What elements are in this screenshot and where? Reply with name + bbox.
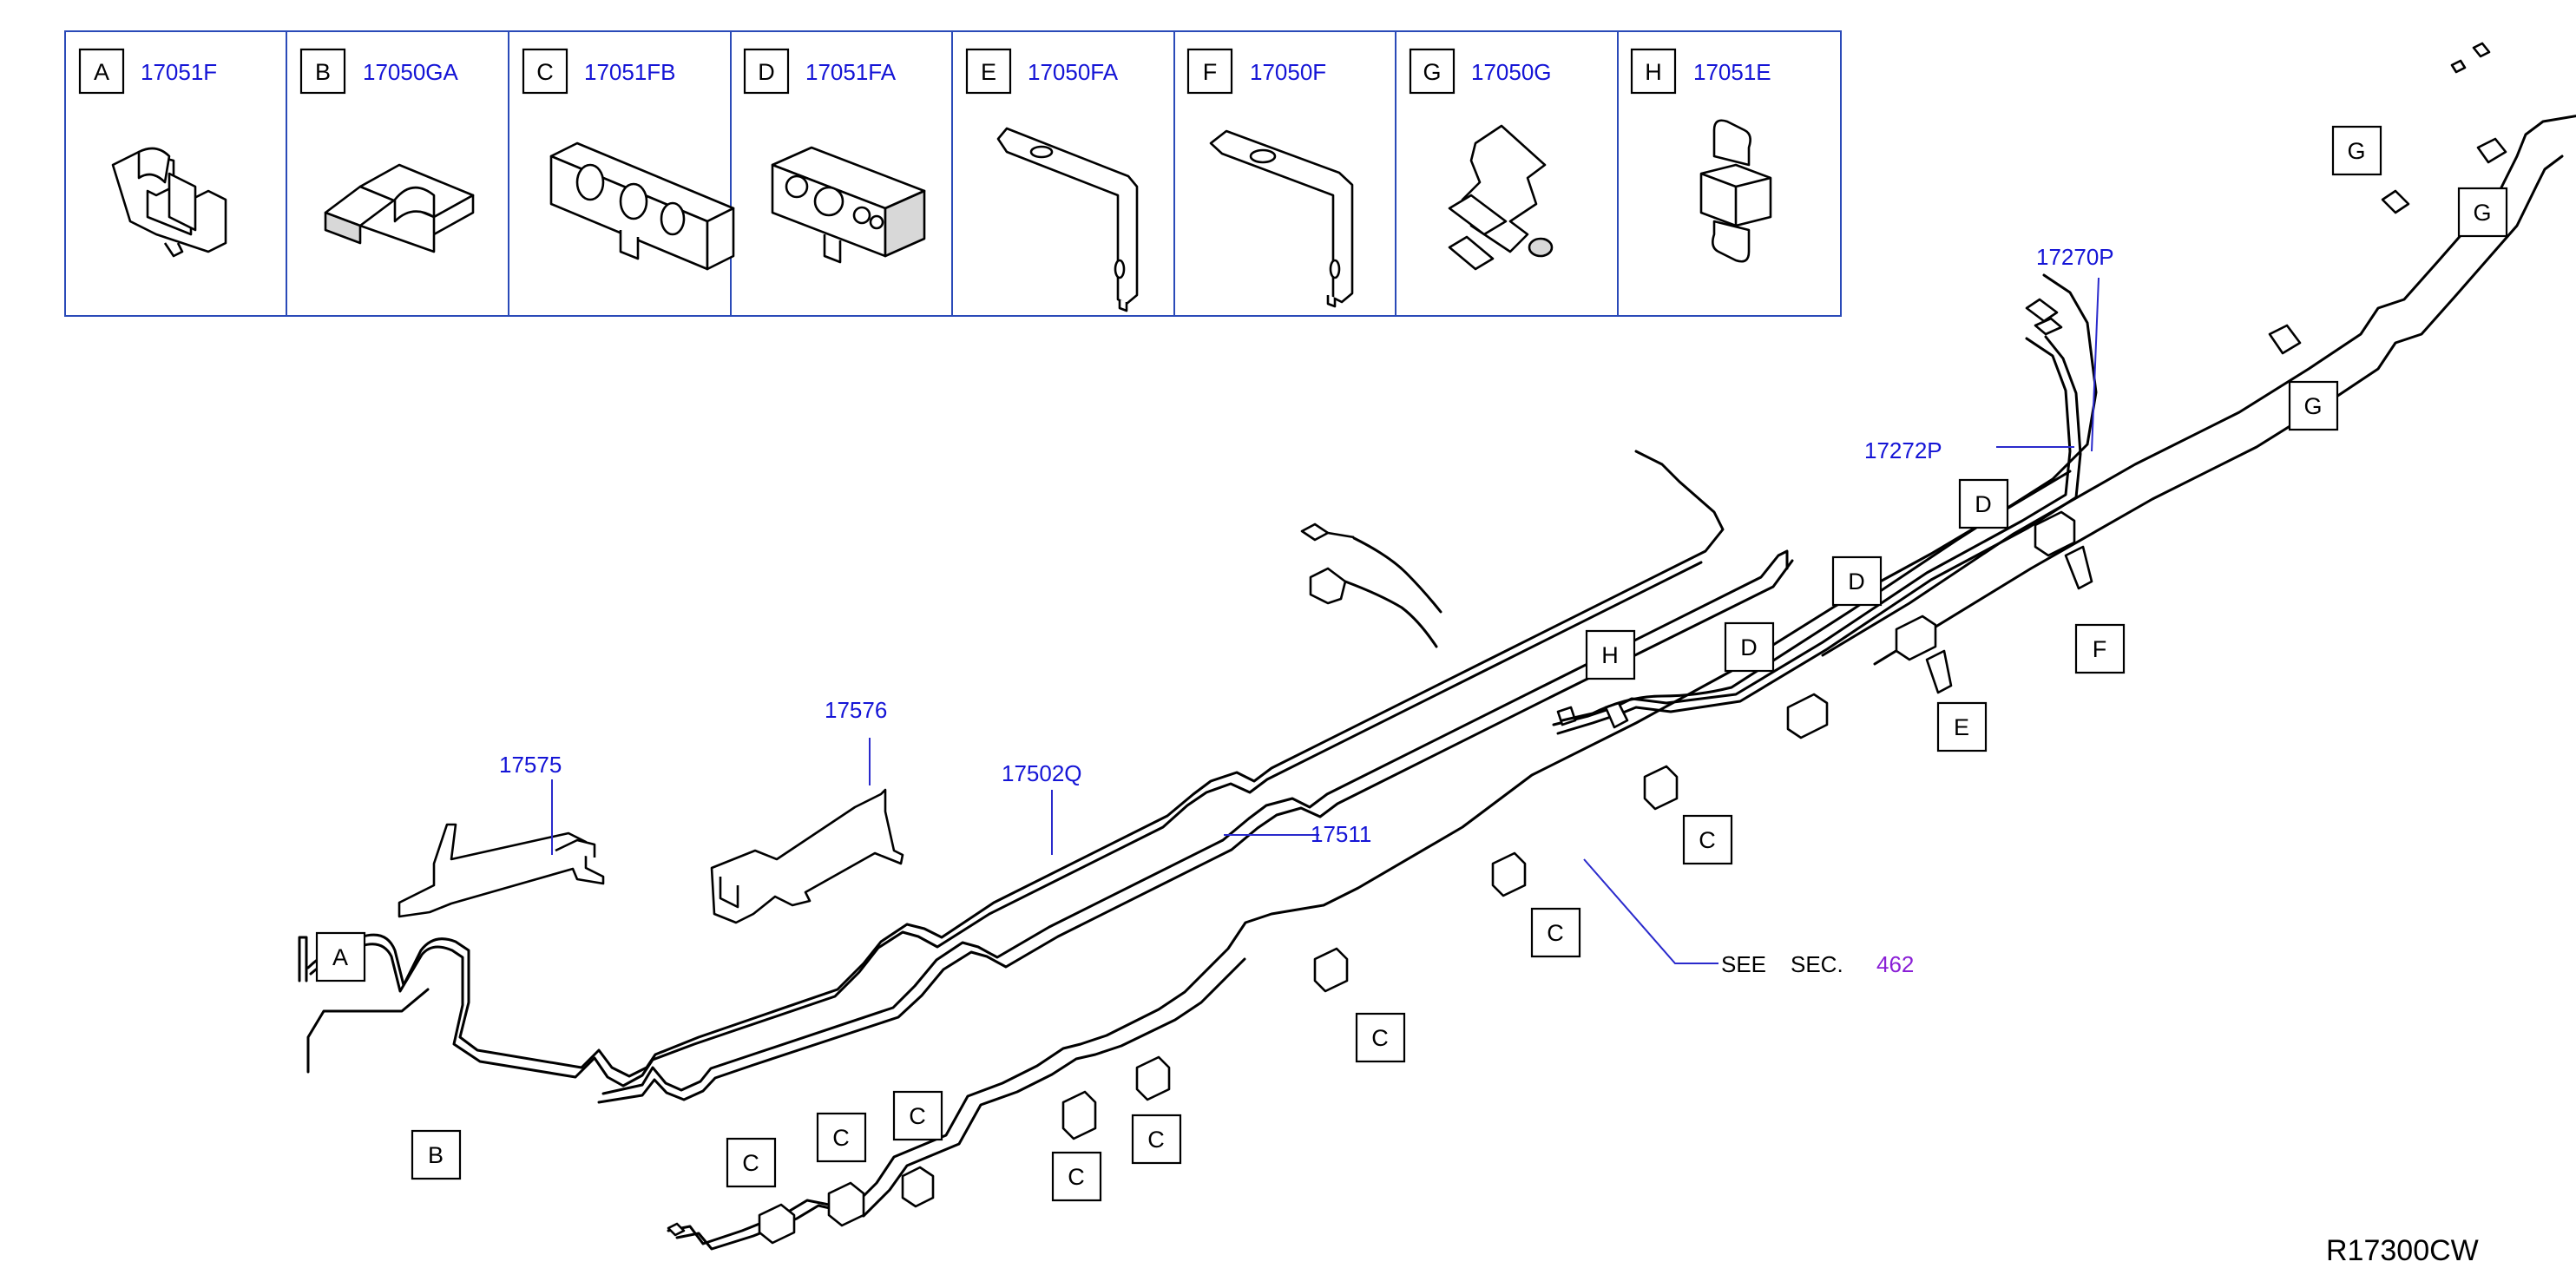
svg-text:E: E (1954, 714, 1969, 740)
callout-g[interactable]: G (2331, 125, 2382, 176)
sec-label: SEC. (1791, 951, 1843, 977)
svg-text:C: C (1068, 1164, 1085, 1190)
clip-a-illustration (111, 147, 227, 258)
legend-cell-h[interactable]: H 17051E (1630, 48, 1772, 263)
legend-letter: C (536, 59, 554, 85)
legend-cell-g[interactable]: G 17050G (1409, 48, 1554, 271)
svg-text:G: G (2303, 393, 2322, 419)
callout-c[interactable]: C (1682, 814, 1733, 865)
svg-text:B: B (428, 1142, 444, 1168)
callout-c[interactable]: C (1051, 1151, 1102, 1202)
callout-g[interactable]: G (2457, 187, 2508, 238)
part-number-17270p[interactable]: 17270P (2036, 244, 2114, 270)
callout-c[interactable]: C (816, 1112, 867, 1163)
svg-text:F: F (2093, 636, 2107, 662)
svg-text:G: G (2347, 138, 2365, 164)
legend-part-number[interactable]: 17050G (1471, 59, 1552, 85)
clip-h-illustration (1699, 119, 1772, 263)
legend-cell-e[interactable]: E 17050FA (965, 48, 1139, 312)
legend-part-number[interactable]: 17050F (1250, 59, 1326, 85)
svg-text:H: H (1601, 642, 1619, 668)
fuel-line-17270p[interactable] (1552, 298, 2082, 735)
part-number-17502q[interactable]: 17502Q (1002, 760, 1082, 786)
legend-part-number[interactable]: 17051FA (805, 59, 897, 85)
clip-legend-table: A 17051F B 17050GA (64, 30, 1842, 317)
legend-cell-d[interactable]: D 17051FA (743, 48, 926, 264)
part-number-17272p[interactable]: 17272P (1864, 437, 1942, 463)
callout-d[interactable]: D (1958, 478, 2009, 529)
callout-boxes: A B C C C C C C C C D D D E F G G G H (315, 125, 2508, 1202)
legend-part-number[interactable]: 17051F (141, 59, 217, 85)
section-number-link[interactable]: 462 (1876, 951, 1914, 977)
bracket-17575[interactable] (398, 823, 605, 918)
legend-cell-a[interactable]: A 17051F (78, 48, 227, 258)
bracket-17576[interactable] (710, 788, 904, 924)
callout-c[interactable]: C (1355, 1012, 1406, 1063)
legend-letter: B (315, 59, 331, 85)
part-number-17511[interactable]: 17511 (1311, 821, 1371, 847)
svg-text:G: G (2473, 200, 2491, 226)
callout-d[interactable]: D (1831, 555, 1883, 607)
clip-c-illustration (549, 141, 735, 271)
svg-text:C: C (1547, 920, 1564, 946)
part-number-17575[interactable]: 17575 (499, 752, 562, 778)
diagram-code: R17300CW (2326, 1234, 2479, 1267)
svg-text:D: D (1740, 634, 1758, 660)
callout-c[interactable]: C (892, 1090, 943, 1141)
callout-b[interactable]: B (411, 1129, 462, 1180)
see-label: SEE (1721, 951, 1766, 977)
svg-text:C: C (742, 1150, 759, 1176)
legend-part-number[interactable]: 17051FB (584, 59, 676, 85)
svg-text:D: D (1975, 491, 1992, 517)
legend-cell-c[interactable]: C 17051FB (522, 48, 735, 271)
callout-c[interactable]: C (726, 1137, 777, 1188)
svg-text:C: C (1147, 1127, 1165, 1153)
callout-h[interactable]: H (1585, 629, 1636, 680)
callout-f[interactable]: F (2074, 623, 2126, 674)
svg-text:C: C (1371, 1025, 1389, 1051)
svg-text:C: C (909, 1103, 926, 1129)
legend-letter: D (758, 59, 775, 85)
callout-c[interactable]: C (1530, 907, 1581, 958)
callout-g[interactable]: G (2288, 380, 2339, 431)
legend-part-number[interactable]: 17051E (1693, 59, 1771, 85)
clip-g-illustration (1448, 124, 1554, 271)
svg-text:C: C (1699, 827, 1716, 853)
clip-d-illustration (771, 146, 926, 264)
legend-letter: E (981, 59, 996, 85)
callout-a[interactable]: A (315, 931, 366, 982)
fuel-line-17272p[interactable] (1561, 0, 2576, 739)
legend-cell-b[interactable]: B 17050GA (299, 48, 475, 253)
legend-letter: F (1203, 59, 1218, 85)
part-number-labels: 17575 17576 17502Q 17511 17270P 17272P (499, 244, 2114, 847)
svg-text:D: D (1848, 568, 1865, 595)
callout-d[interactable]: D (1724, 621, 1775, 673)
fuel-line-17511[interactable] (306, 549, 1794, 1104)
legend-part-number[interactable]: 17050GA (363, 59, 459, 85)
front-connectors (1300, 522, 1442, 648)
callout-e[interactable]: E (1936, 701, 1988, 752)
legend-letter: A (94, 59, 109, 85)
clip-b-illustration (324, 163, 475, 253)
brake-line[interactable] (667, 470, 2072, 1251)
legend-part-number[interactable]: 17050FA (1028, 59, 1119, 85)
legend-cell-f[interactable]: F 17050F (1186, 48, 1354, 308)
svg-text:C: C (832, 1125, 850, 1151)
svg-text:A: A (332, 944, 348, 970)
callout-c[interactable]: C (1131, 1114, 1182, 1165)
see-section-reference[interactable]: SEE SEC. 462 (1721, 951, 1914, 977)
part-number-17576[interactable]: 17576 (825, 697, 887, 723)
clip-e-illustration (996, 127, 1139, 312)
clip-f-illustration (1209, 129, 1354, 308)
legend-letter: H (1645, 59, 1662, 85)
leader-lines (551, 277, 2100, 964)
legend-letter: G (1423, 59, 1441, 85)
